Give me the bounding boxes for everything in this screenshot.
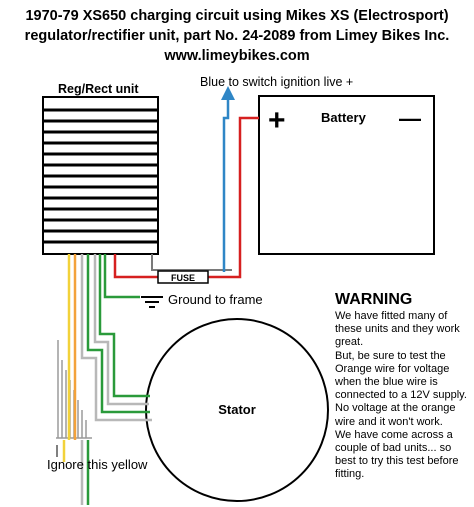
- arrow-up-icon: [221, 86, 235, 100]
- warning-box: WARNING We have fitted many of these uni…: [335, 290, 471, 482]
- battery-minus-terminal: —: [399, 106, 421, 131]
- fuse: FUSE: [157, 270, 209, 284]
- stator: [145, 318, 329, 502]
- warning-paragraph-3: We have come across a couple of bad unit…: [335, 428, 459, 481]
- regulator-label: Reg/Rect unit: [58, 82, 139, 96]
- stator-label: Stator: [218, 402, 256, 417]
- warning-heading: WARNING: [335, 291, 413, 308]
- title-line-2: regulator/rectifier unit, part No. 24-20…: [24, 28, 450, 44]
- ground-wire: [103, 254, 140, 299]
- fuse-label: FUSE: [171, 273, 195, 283]
- ground-label: Ground to frame: [168, 292, 263, 307]
- warning-paragraph-1: We have fitted many of these units and t…: [335, 310, 460, 349]
- diagram-title: 1970-79 XS650 charging circuit using Mik…: [0, 6, 474, 66]
- regulator-unit: [42, 96, 159, 255]
- stator-wires: [62, 254, 152, 505]
- ground-symbol-icon: [141, 296, 163, 308]
- battery: + Battery —: [258, 95, 435, 255]
- warning-paragraph-2: But, be sure to test the Orange wire for…: [335, 349, 467, 428]
- red-wire: [113, 116, 259, 279]
- title-line-1: 1970-79 XS650 charging circuit using Mik…: [25, 8, 449, 24]
- blue-wire-label: Blue to switch ignition live +: [200, 75, 353, 89]
- title-line-3: www.limeybikes.com: [164, 48, 310, 64]
- battery-plus-terminal: +: [268, 104, 286, 137]
- battery-label: Battery: [321, 110, 367, 125]
- blue-wire: [151, 86, 235, 272]
- ignore-yellow-label: Ignore this yellow: [47, 457, 148, 472]
